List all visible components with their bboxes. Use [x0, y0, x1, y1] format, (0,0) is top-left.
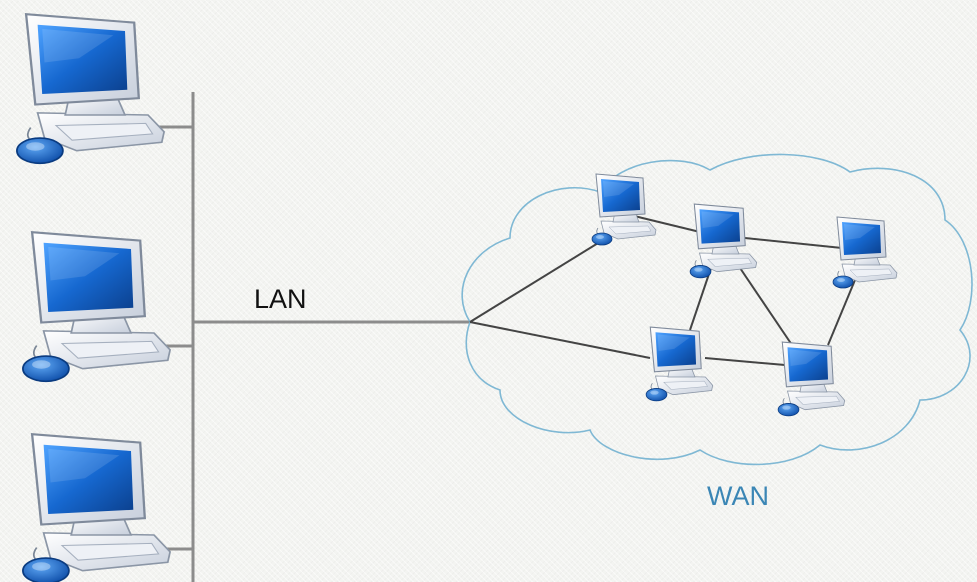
wan-link-node1-to-node2 — [629, 214, 701, 233]
wan-link-entry-to-node4 — [469, 321, 651, 359]
lan-computer-2-icon — [21, 231, 172, 383]
wan-computer-2-icon — [689, 203, 758, 279]
lan-computer-1-icon — [15, 13, 166, 165]
lan-label: LAN — [254, 284, 307, 314]
wan-link-node3-to-node5 — [827, 279, 856, 346]
lan-computer-3-icon — [21, 433, 172, 582]
wan-computer-4-icon — [645, 326, 714, 402]
wan-link-node2-to-node3 — [744, 237, 843, 249]
wan-computer-5-icon — [777, 341, 846, 417]
wan-computer-1-icon — [591, 173, 657, 246]
wan-link-entry-to-node1 — [469, 239, 604, 323]
wan-computer-3-icon — [832, 216, 898, 289]
wan-link-node4-to-node5 — [704, 357, 786, 366]
wan-link-node2-to-node5 — [737, 264, 793, 346]
wan-label: WAN — [707, 481, 769, 511]
wan-cloud-shape — [461, 153, 973, 466]
